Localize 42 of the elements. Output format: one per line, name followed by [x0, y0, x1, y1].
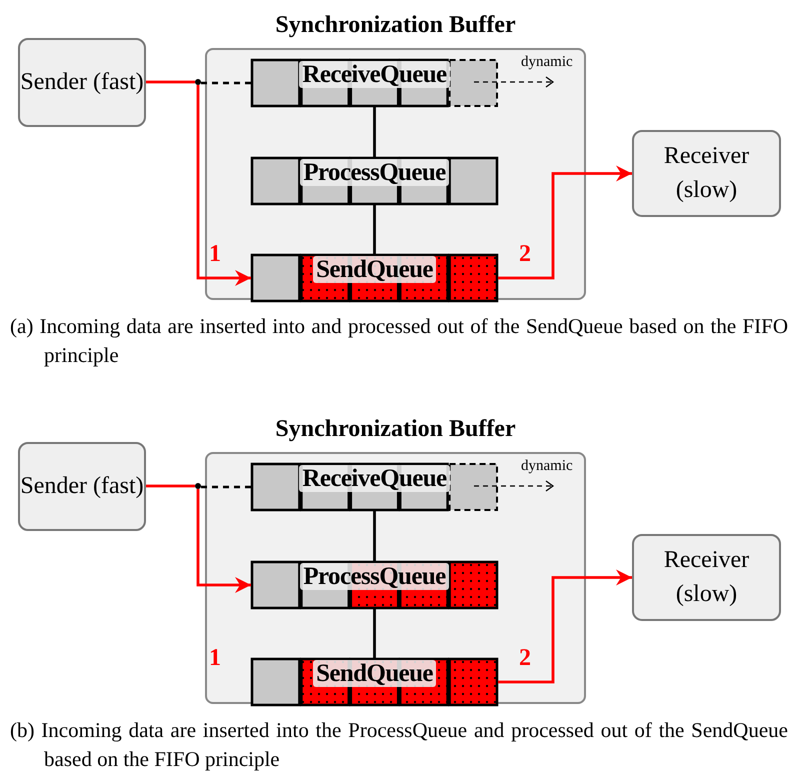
- queue-label: SendQueue: [313, 256, 436, 283]
- queue-label: ProcessQueue: [300, 159, 449, 186]
- queue-block: [251, 561, 498, 609]
- figure-caption: (a) Incoming data are inserted into and processed out of the SendQueue based on the FIFO principle: [10, 313, 788, 370]
- arrow: [474, 76, 554, 88]
- queue-block: [251, 658, 498, 706]
- connector-line: [146, 484, 195, 488]
- queue-block: [251, 59, 498, 107]
- arrow: [196, 85, 251, 286]
- connector-line: [373, 107, 376, 157]
- edge-label: dynamic: [521, 458, 573, 475]
- edge-label: 2: [519, 241, 531, 268]
- queue-block: [251, 157, 498, 205]
- connector-line: [201, 486, 251, 488]
- process-box: Receiver (slow): [632, 534, 781, 621]
- arrow: [196, 489, 251, 593]
- connector-line: [373, 609, 376, 658]
- figure-caption: (b) Incoming data are inserted into the ProcessQueue and processed out of the SendQueue based on the FIFO principle: [10, 717, 788, 774]
- edge-label: 2: [519, 645, 531, 672]
- connector-line: [201, 82, 251, 84]
- queue-block: [251, 254, 498, 302]
- queue-label: SendQueue: [313, 660, 436, 687]
- process-box: Receiver (slow): [632, 130, 781, 217]
- arrow: [498, 166, 632, 280]
- queue-label: ProcessQueue: [300, 563, 449, 590]
- queue-label: ReceiveQueue: [299, 61, 450, 88]
- connector-line: [146, 80, 195, 84]
- container-title: Synchronization Buffer: [274, 416, 517, 443]
- arrow: [474, 480, 554, 492]
- edge-label: dynamic: [521, 54, 573, 71]
- queue-label: ReceiveQueue: [299, 465, 450, 492]
- process-box: Sender (fast): [18, 442, 146, 531]
- arrow: [498, 570, 632, 684]
- container-title: Synchronization Buffer: [274, 12, 517, 39]
- process-box: Sender (fast): [18, 38, 146, 127]
- connector-line: [373, 511, 376, 561]
- connector-line: [373, 205, 376, 254]
- junction-dot: [195, 483, 201, 489]
- queue-block: [251, 463, 498, 511]
- edge-label: 1: [209, 241, 221, 268]
- junction-dot: [195, 79, 201, 85]
- edge-label: 1: [209, 645, 221, 672]
